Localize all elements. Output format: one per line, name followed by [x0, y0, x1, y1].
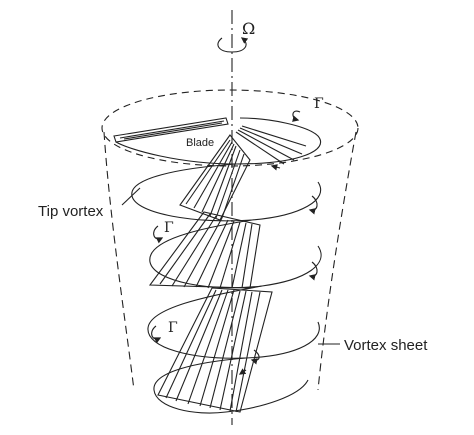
circulation-label-mid: Γ — [164, 220, 174, 236]
circulation-arrow-low-icon — [151, 325, 162, 344]
vortex-sheet-band-1 — [179, 134, 251, 221]
omega-label: Ω — [242, 19, 255, 38]
circulation-arrow-mid-icon — [153, 225, 164, 244]
helix-direction-arrow-2-icon — [238, 368, 247, 375]
vortex-sheet-band-2 — [148, 211, 261, 289]
circulation-arrow-right-2-icon — [308, 261, 318, 281]
tip-vortex-turn-5 — [153, 357, 309, 414]
tip-vortex-turn-2 — [131, 163, 322, 222]
blade — [113, 117, 229, 143]
vortex-sheet-label: Vortex sheet — [344, 337, 428, 354]
tip-vortex-turn-4 — [147, 285, 320, 359]
vortex-sheet-upper-fan — [235, 125, 307, 165]
tip-vortex-label: Tip vortex — [38, 203, 104, 220]
rotation-arrow-icon — [217, 37, 249, 53]
circulation-label-top: Γ — [314, 96, 324, 112]
circulation-label-low: Γ — [168, 320, 178, 336]
circulation-arrow-right-1-icon — [308, 195, 318, 215]
helix-direction-arrow-1-icon — [270, 164, 281, 171]
blade-label: Blade — [186, 137, 214, 149]
tip-vortex-leader — [121, 187, 141, 206]
tip-vortex-turn-1 — [115, 117, 321, 165]
wake-boundary-right — [317, 131, 357, 391]
vortex-sheet-band-3 — [157, 287, 273, 413]
circulation-arrow-top-icon — [292, 110, 301, 122]
wake-boundary-left — [103, 131, 135, 391]
tip-vortex-turn-3 — [149, 219, 322, 289]
helix-direction-arrow-3-icon — [250, 349, 260, 365]
rotor-disk-outline — [101, 89, 359, 167]
